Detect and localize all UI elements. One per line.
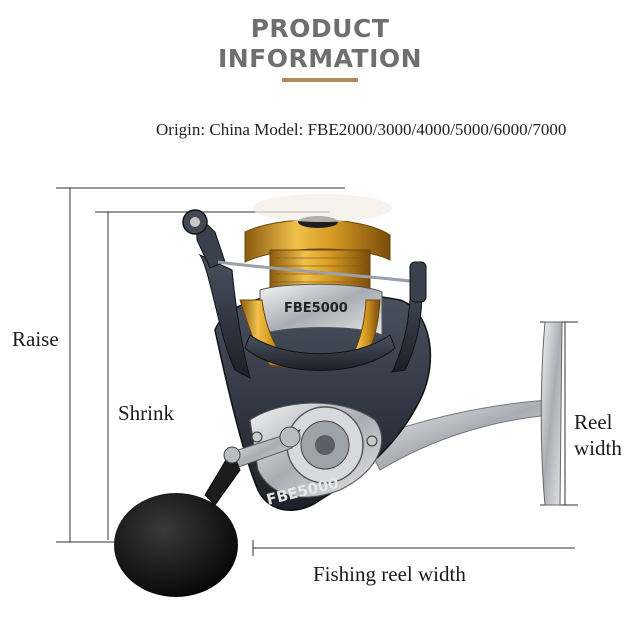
shrink-label: Shrink <box>118 401 175 425</box>
title-block: PRODUCT INFORMATION <box>0 14 640 74</box>
title-line-2: INFORMATION <box>217 44 423 73</box>
raise-label: Raise <box>12 327 59 351</box>
fishing-reel-width-label: Fishing reel width <box>313 562 466 586</box>
reel-spool: FBE5000 <box>198 194 423 379</box>
handle-knob <box>114 493 238 597</box>
bail-arm <box>182 209 427 303</box>
origin-model-text: Origin: China Model: FBE2000/3000/4000/5… <box>156 120 567 139</box>
reel-width-label-line1: Reel <box>574 410 613 434</box>
reel-width-label-line2: width <box>574 436 622 460</box>
reel-handle <box>114 426 301 597</box>
title-underline <box>282 78 358 82</box>
title-line-1: PRODUCT <box>250 14 390 43</box>
spool-model-label: FBE5000 <box>284 301 348 316</box>
reel-foot <box>364 321 563 506</box>
